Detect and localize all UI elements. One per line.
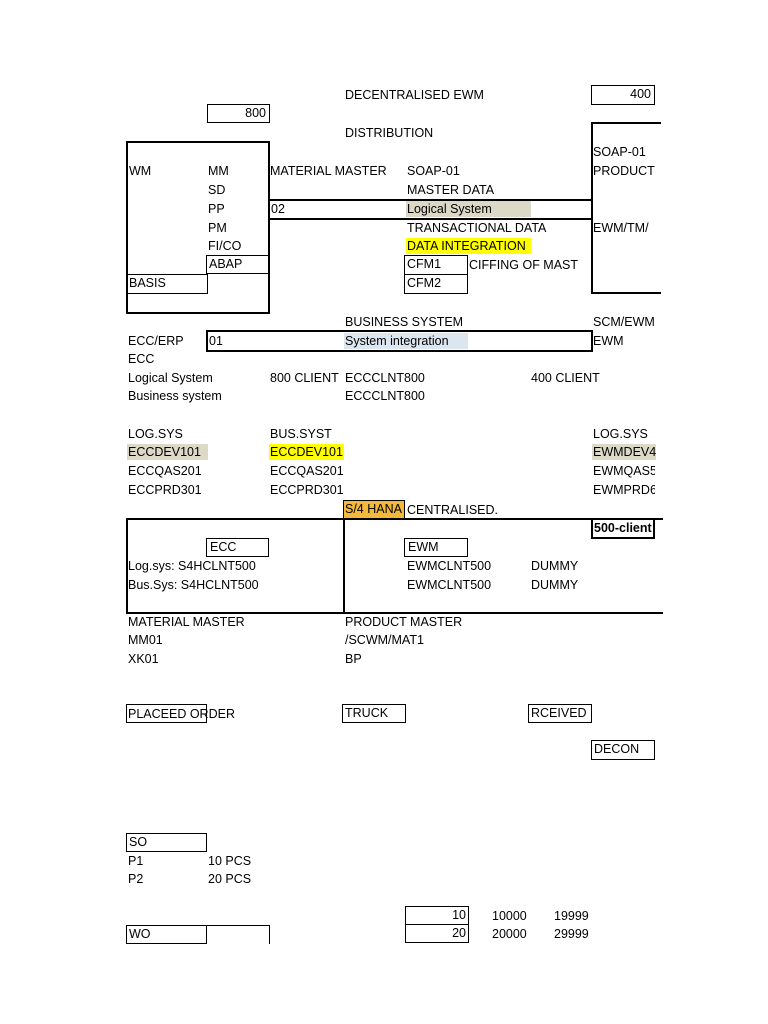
module-pm: PM <box>208 221 227 235</box>
s4-ewm-cell: EWM <box>404 538 468 557</box>
product-master-heading: PRODUCT MASTER <box>345 615 463 629</box>
p2-label: P2 <box>128 872 144 886</box>
module-basis: BASIS <box>126 274 208 294</box>
num-01: 01 <box>209 334 223 348</box>
xk01-tcode: XK01 <box>128 652 159 666</box>
wo-cell: WO <box>126 925 207 944</box>
s4-ewm-clnt-2: EWMCLNT500 <box>407 578 492 592</box>
scwm-tcode: /SCWM/MAT1 <box>345 633 424 647</box>
ewm-log-sys-qas: EWMQAS5 <box>593 464 655 478</box>
right-ewm-tm-label: EWM/TM/ <box>593 221 649 235</box>
cfm2-cell: CFM2 <box>404 274 468 294</box>
ewm-log-sys-dev: EWMDEV4 <box>592 444 656 460</box>
log-sys-dev: ECCDEV101 <box>127 444 208 460</box>
log-sys-qas: ECCQAS201 <box>128 464 202 478</box>
module-pp: PP <box>208 202 225 216</box>
log-sys-header-right: LOG.SYS <box>593 427 648 441</box>
system-integration-cell: System integration <box>344 333 468 349</box>
right-product-label: PRODUCT <box>593 164 655 178</box>
s4-dummy-2: DUMMY <box>531 578 579 592</box>
client-400-cell: 400 <box>591 85 655 105</box>
ciffing-label: CIFFING OF MAST <box>469 258 579 272</box>
ecc-erp-label: ECC/ERP <box>128 334 184 348</box>
cfm1-cell: CFM1 <box>404 255 468 275</box>
client-500-cell: 500-client <box>591 518 655 539</box>
logical-system-cell: Logical System <box>406 201 531 217</box>
module-sd: SD <box>208 183 226 197</box>
distribution-label: DISTRIBUTION <box>345 126 434 140</box>
ewm-log-sys-prd: EWMPRD6 <box>593 483 655 497</box>
bus-syst-header: BUS.SYST <box>270 427 332 441</box>
s4-ecc-cell: ECC <box>206 538 269 557</box>
p1-label: P1 <box>128 854 144 868</box>
s4-bus-sys: Bus.Sys: S4HCLNT500 <box>128 578 259 592</box>
bus-syst-dev: ECCDEV101 <box>269 444 344 460</box>
p1-qty: 10 PCS <box>208 854 252 868</box>
ewm-system-box <box>591 122 661 294</box>
ecc-module-box <box>126 141 270 314</box>
module-mm: MM <box>208 164 229 178</box>
client-800-cell: 800 <box>207 104 270 123</box>
s4-log-sys: Log.sys: S4HCLNT500 <box>128 559 256 573</box>
business-system-row-label: Business system <box>128 389 222 403</box>
range-1-from: 10000 <box>492 909 527 923</box>
soap-label: SOAP-01 <box>407 164 460 178</box>
log-sys-header: LOG.SYS <box>128 427 183 441</box>
placed-order-box <box>126 704 207 723</box>
business-system-label: BUSINESS SYSTEM <box>345 315 464 329</box>
transactional-data-label: TRANSACTIONAL DATA <box>407 221 547 235</box>
module-wm: WM <box>129 164 152 178</box>
received-cell: RCEIVED <box>528 704 592 723</box>
material-master-label: MATERIAL MASTER <box>270 164 387 178</box>
title: DECENTRALISED EWM <box>345 88 484 102</box>
module-abap: ABAP <box>206 255 269 274</box>
range-2-to: 29999 <box>554 927 589 941</box>
data-integration-cell: DATA INTEGRATION <box>406 238 531 254</box>
client-400-label: 400 CLIENT <box>531 371 600 385</box>
ewm-label: EWM <box>593 334 624 348</box>
decon-cell: DECON <box>591 740 655 760</box>
s4-hana-cell: S/4 HANA <box>343 500 405 519</box>
system-integration-row <box>206 330 593 352</box>
bp-tcode: BP <box>345 652 362 666</box>
ecc-label: ECC <box>128 352 155 366</box>
range-1-to: 19999 <box>554 909 589 923</box>
range-2-from: 20000 <box>492 927 527 941</box>
so-cell: SO <box>126 833 207 852</box>
material-master-heading: MATERIAL MASTER <box>128 615 245 629</box>
s4-dummy-1: DUMMY <box>531 559 579 573</box>
s4-ewm-clnt-1: EWMCLNT500 <box>407 559 492 573</box>
logical-system-label: Logical System <box>128 371 213 385</box>
centralised-label: CENTRALISED. <box>407 503 498 517</box>
ecc-clnt-label: ECCCLNT800 <box>345 371 425 385</box>
p2-qty: 20 PCS <box>208 872 252 886</box>
placed-order-label: PLACEED ORDER <box>128 707 235 721</box>
wo-value-cell <box>206 925 270 944</box>
client-800-label: 800 CLIENT <box>270 371 339 385</box>
bus-syst-prd: ECCPRD301 <box>270 483 344 497</box>
truck-cell: TRUCK <box>342 704 406 723</box>
log-sys-prd: ECCPRD301 <box>128 483 202 497</box>
scm-ewm-label: SCM/EWM <box>593 315 655 329</box>
master-data-label: MASTER DATA <box>407 183 495 197</box>
mm01-tcode: MM01 <box>128 633 163 647</box>
range-1-start-cell: 10 <box>405 906 469 925</box>
bus-syst-qas: ECCQAS201 <box>270 464 344 478</box>
right-soap-label: SOAP-01 <box>593 145 646 159</box>
module-fico: FI/CO <box>208 239 242 253</box>
s4-ewm-box <box>343 518 663 614</box>
range-2-start-cell: 20 <box>405 924 469 943</box>
num-02: 02 <box>271 202 285 216</box>
ecc-clnt-label-2: ECCCLNT800 <box>345 389 425 403</box>
